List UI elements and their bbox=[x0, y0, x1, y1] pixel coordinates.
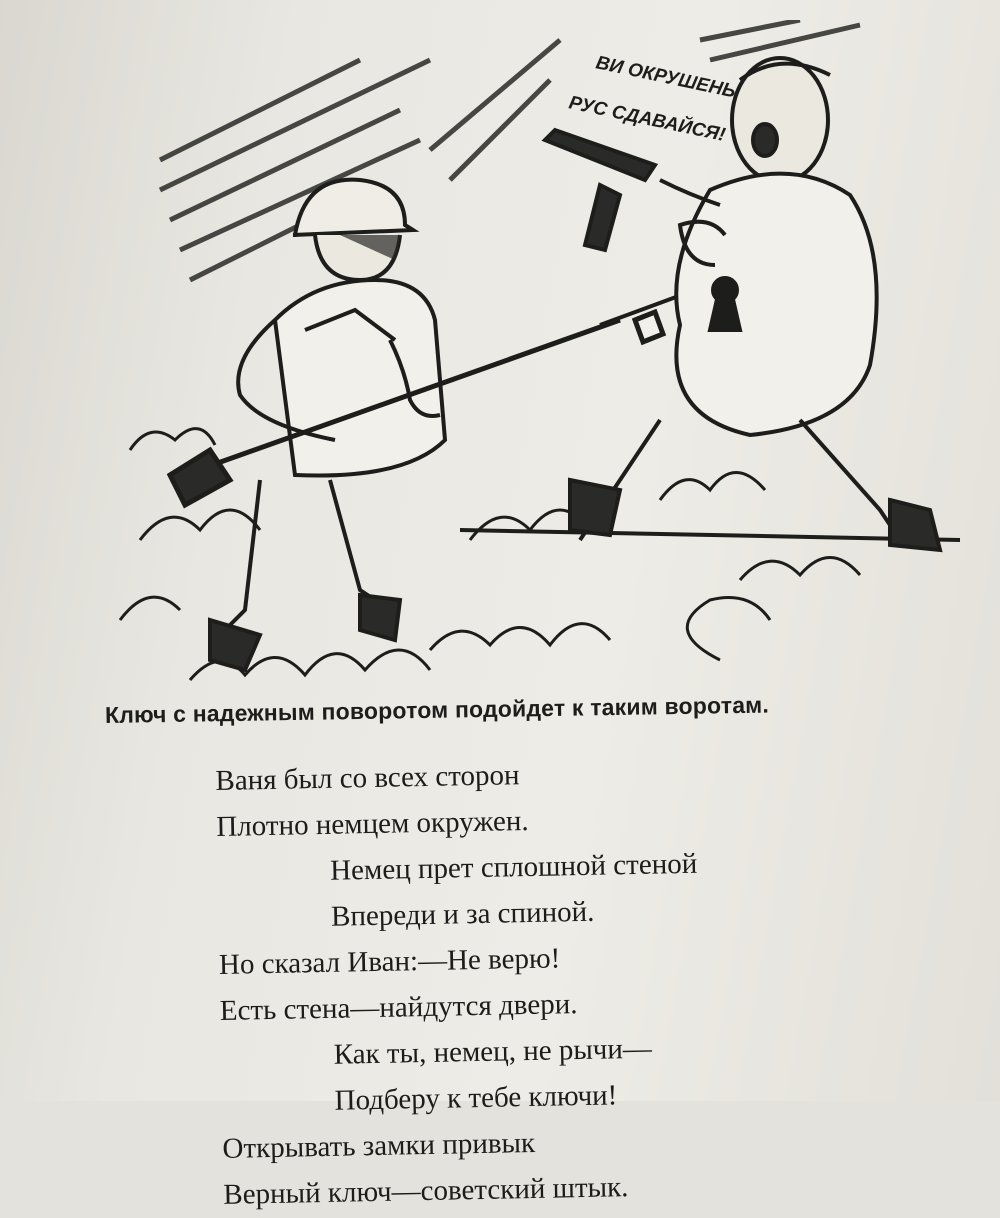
rifle-bayonet bbox=[166, 288, 696, 509]
poem-line: Как ты, немец, не рычи— bbox=[333, 1032, 653, 1071]
german-officer bbox=[541, 56, 943, 553]
poem-line: Немец прет сплошной стеной bbox=[329, 847, 698, 887]
poem-line: Верный ключ—советский штык. bbox=[223, 1171, 629, 1211]
cartoon-illustration: ВИ ОКРУШЕНЫ! РУС СДАВАЙСЯ! bbox=[100, 20, 980, 710]
speech-text: ВИ ОКРУШЕНЫ! РУС СДАВАЙСЯ! bbox=[567, 52, 749, 146]
cartoon-drawing: ВИ ОКРУШЕНЫ! РУС СДАВАЙСЯ! bbox=[118, 20, 961, 681]
sky-hatching bbox=[158, 20, 861, 283]
speech-line-1: ВИ ОКРУШЕНЫ! bbox=[594, 52, 749, 105]
speech-line-2: РУС СДАВАЙСЯ! bbox=[567, 91, 727, 146]
poem: Ваня был со всех сторон Плотно немцем ок… bbox=[215, 749, 704, 1218]
ground-line bbox=[459, 528, 961, 542]
